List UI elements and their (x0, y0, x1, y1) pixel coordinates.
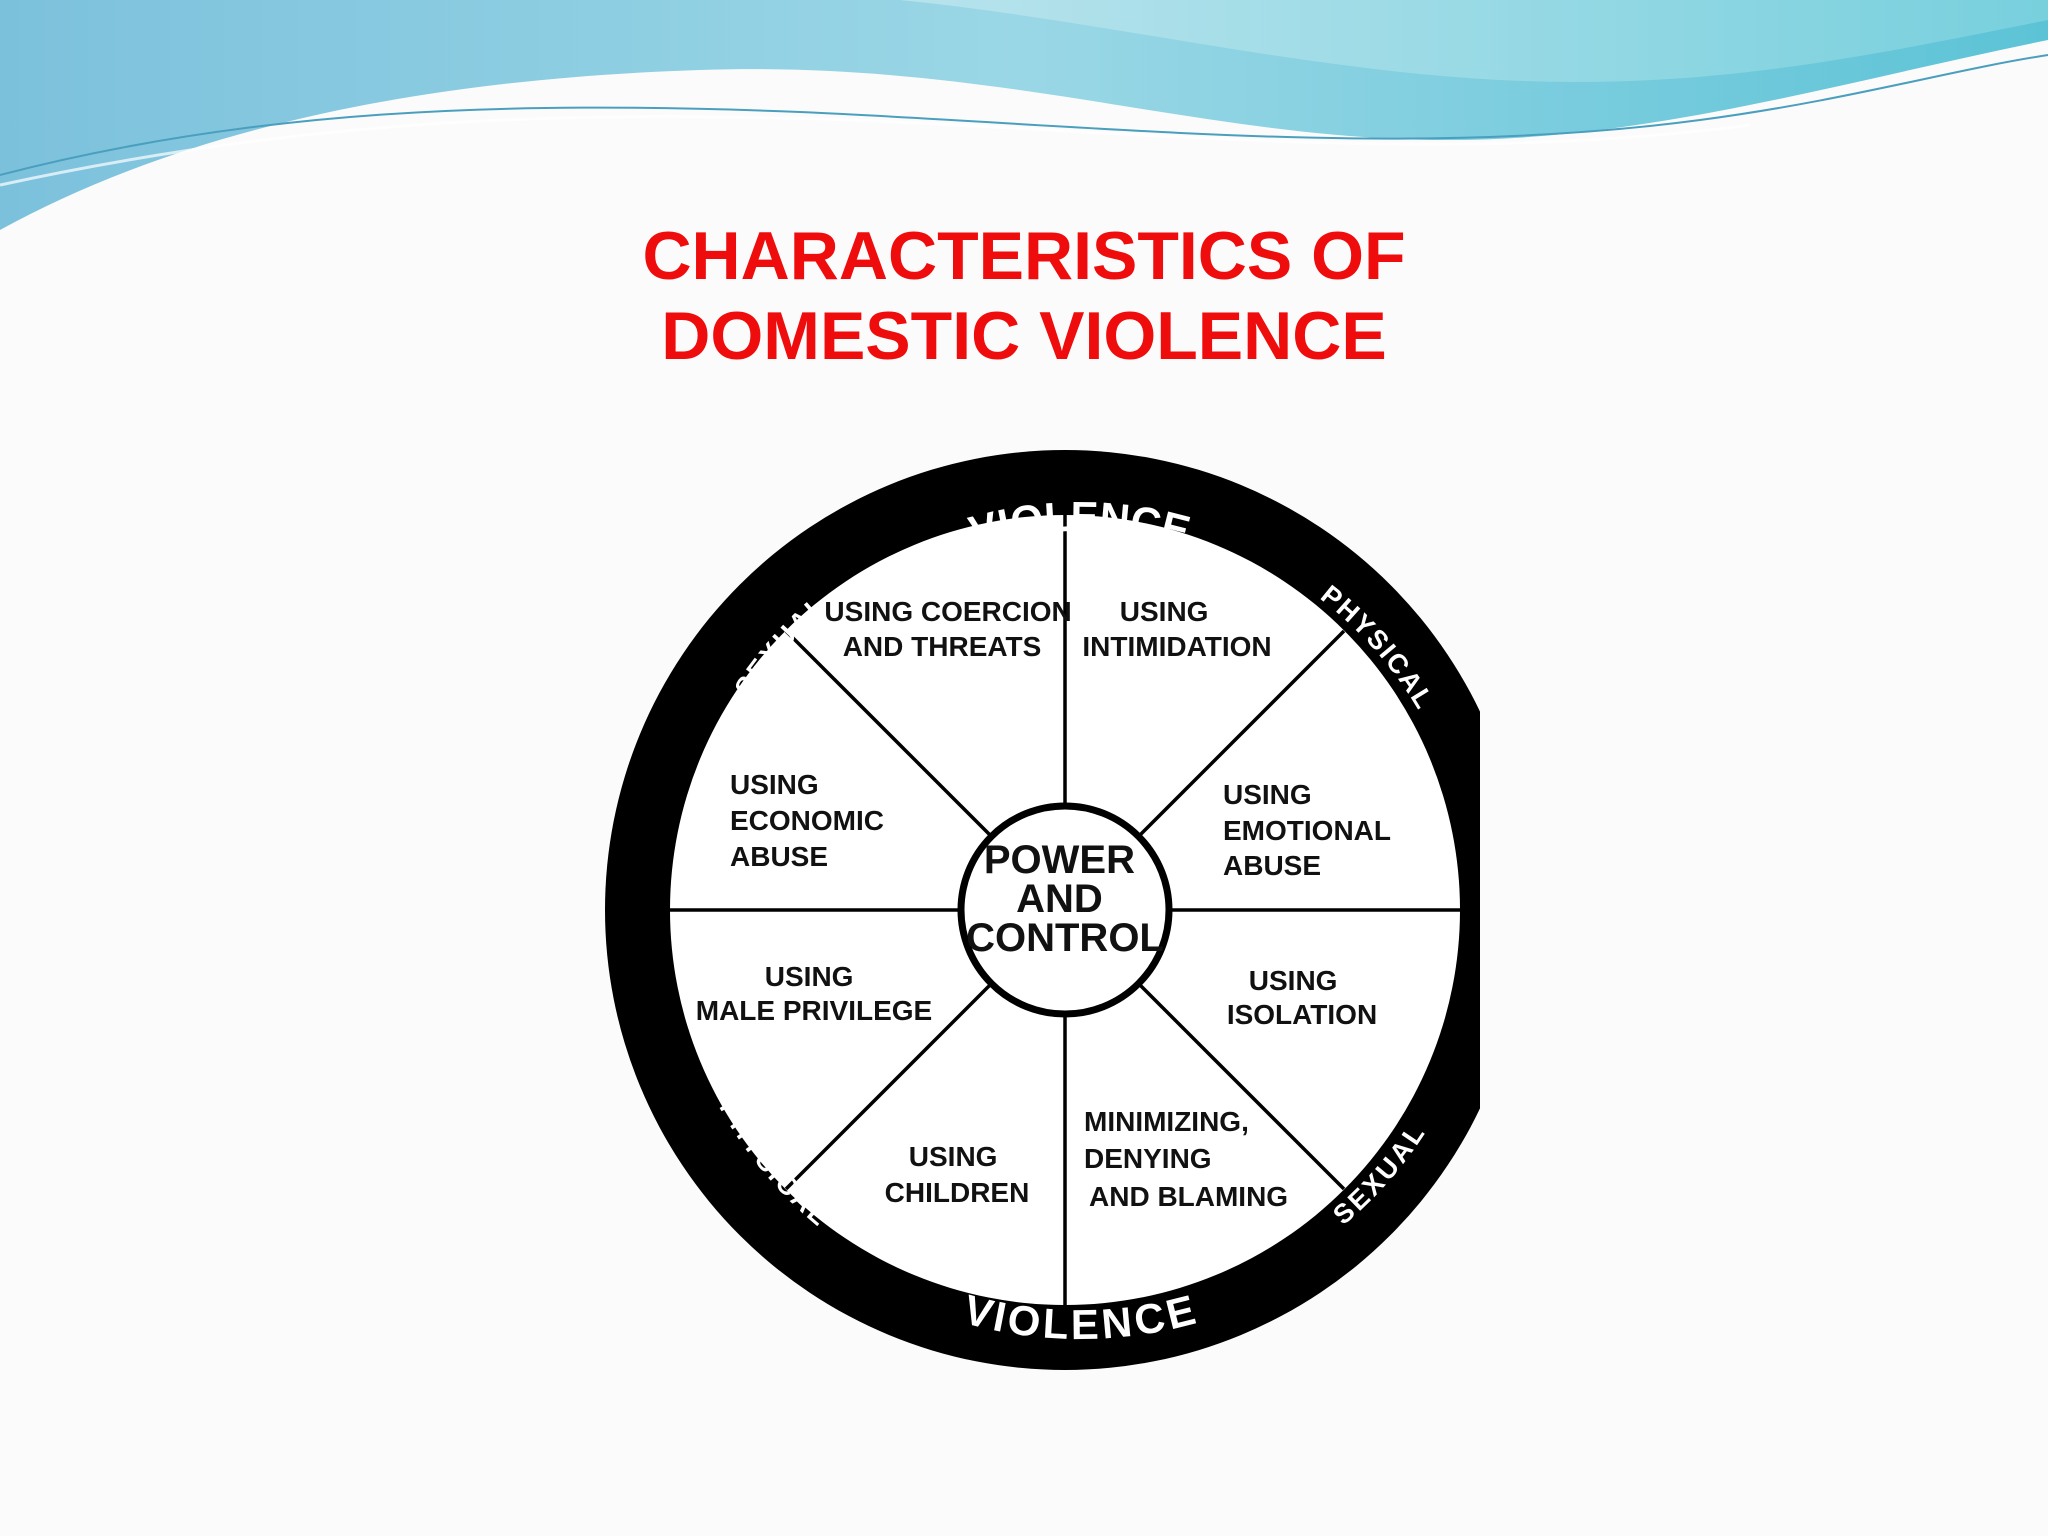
hub-line-3: CONTROL (966, 916, 1164, 960)
wheel-hub (957, 802, 1173, 1018)
segment-coercion: USING COERCION AND THREATS (824, 596, 1079, 662)
segment-economic: USING ECONOMIC ABUSE (730, 769, 892, 872)
segment-intimidation-line-1: USING (1120, 596, 1209, 627)
segment-economic-line-2: ECONOMIC (730, 805, 884, 836)
segment-emotional-line-1: USING (1223, 779, 1312, 810)
segment-male-privilege-line-2: MALE PRIVILEGE (696, 995, 932, 1026)
header-wave-decoration (0, 0, 2048, 230)
segment-minimizing: MINIMIZING, DENYING AND BLAMING (1084, 1106, 1288, 1212)
segment-isolation: USING ISOLATION (1227, 965, 1377, 1030)
segment-economic-line-1: USING (730, 769, 819, 800)
title-line-2: DOMESTIC VIOLENCE (661, 298, 1387, 374)
hub-line-2: AND (1016, 877, 1103, 921)
segment-children-line-2: CHILDREN (885, 1177, 1030, 1208)
segment-male-privilege: USING MALE PRIVILEGE (696, 961, 932, 1026)
segment-male-privilege-line-1: USING (765, 961, 854, 992)
segment-minimizing-line-2: DENYING (1084, 1143, 1212, 1174)
segment-economic-line-3: ABUSE (730, 841, 828, 872)
power-control-wheel: POWER AND CONTROL SEXUAL VIOLENCE PHYSIC… (605, 450, 1480, 1370)
segment-minimizing-line-1: MINIMIZING, (1084, 1106, 1249, 1137)
segment-minimizing-line-3: AND BLAMING (1089, 1181, 1288, 1212)
segment-children: USING CHILDREN (885, 1141, 1030, 1208)
segment-intimidation: USING INTIMIDATION (1082, 596, 1271, 662)
segment-emotional-line-3: ABUSE (1223, 850, 1321, 881)
segment-emotional-line-2: EMOTIONAL (1223, 815, 1391, 846)
segment-emotional: USING EMOTIONAL ABUSE (1223, 779, 1398, 881)
segment-isolation-line-2: ISOLATION (1227, 999, 1377, 1030)
hub-label: POWER AND CONTROL (966, 838, 1164, 960)
segment-coercion-line-2: AND THREATS (843, 631, 1042, 662)
segment-children-line-1: USING (909, 1141, 998, 1172)
segment-isolation-line-1: USING (1249, 965, 1338, 996)
segment-intimidation-line-2: INTIMIDATION (1082, 631, 1271, 662)
slide-title: CHARACTERISTICS OF DOMESTIC VIOLENCE (0, 216, 2048, 376)
title-line-1: CHARACTERISTICS OF (642, 218, 1406, 294)
hub-line-1: POWER (984, 838, 1135, 882)
segment-coercion-line-1: USING COERCION (824, 596, 1071, 627)
